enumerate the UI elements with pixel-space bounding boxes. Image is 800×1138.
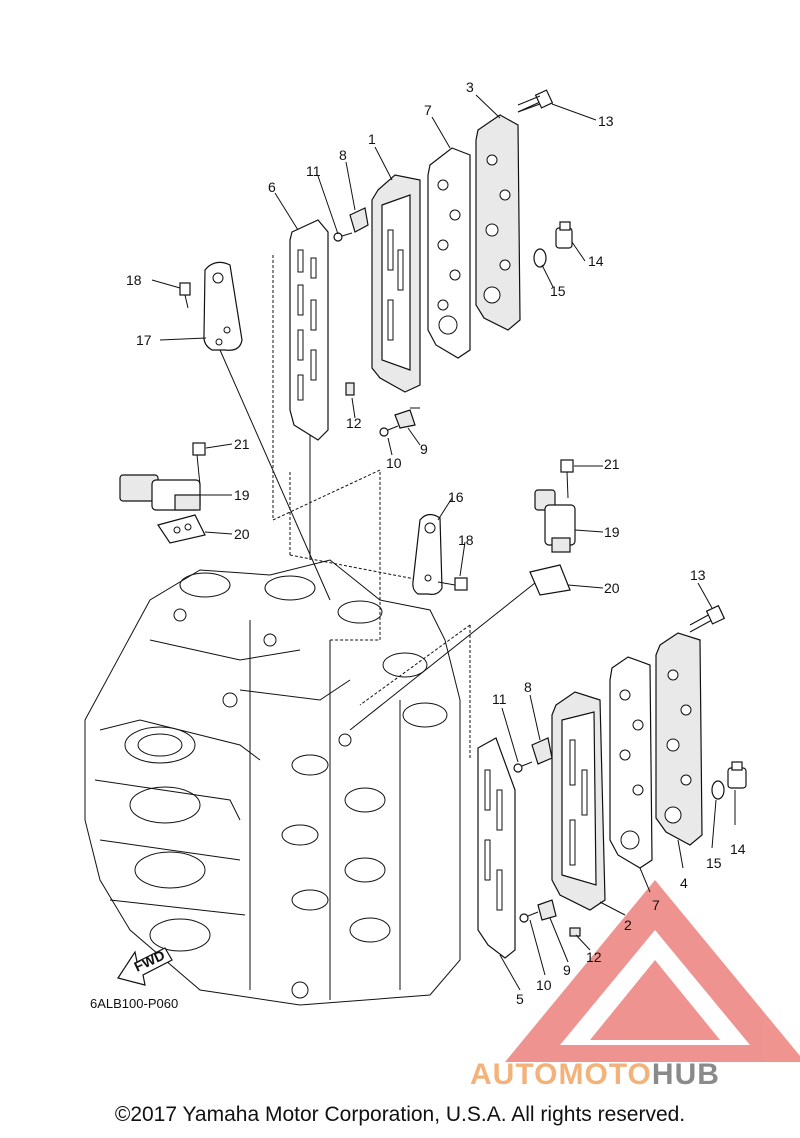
callout-19-left: 19 xyxy=(234,487,250,503)
callout-10-top: 10 xyxy=(386,455,402,471)
screw-10-top xyxy=(379,425,399,437)
callout-19-right: 19 xyxy=(604,524,620,540)
callout-18-mid: 18 xyxy=(458,532,474,548)
clip-8-bottom xyxy=(531,737,553,765)
bracket-16 xyxy=(412,513,443,595)
callout-5: 5 xyxy=(516,991,524,1007)
callout-12-bottom: 12 xyxy=(586,949,602,965)
plug-14-top xyxy=(555,221,573,249)
gasket-7-top xyxy=(427,147,471,359)
callout-1: 1 xyxy=(368,131,376,147)
callout-20-left: 20 xyxy=(234,526,250,542)
callout-8-top: 8 xyxy=(339,147,347,163)
callout-8-bottom: 8 xyxy=(524,679,532,695)
copyright-notice: ©2017 Yamaha Motor Corporation, U.S.A. A… xyxy=(114,1103,686,1126)
washer-15-bottom xyxy=(711,780,725,800)
gasket-20-right xyxy=(529,564,571,596)
callout-20-right: 20 xyxy=(604,580,620,596)
callouts: 3 13 7 1 8 11 6 14 15 18 17 12 10 9 21 1… xyxy=(126,79,746,1007)
plate-3-top xyxy=(475,114,521,331)
cover-1-top xyxy=(371,174,421,393)
bolt-18-top xyxy=(179,282,191,309)
callout-13-bottom: 13 xyxy=(690,567,706,583)
callout-10-bottom: 10 xyxy=(536,977,552,993)
callout-6: 6 xyxy=(268,179,276,195)
callout-21-right: 21 xyxy=(604,456,620,472)
plate-4-bottom xyxy=(655,632,703,846)
callout-17: 17 xyxy=(136,332,152,348)
gasket-7-bottom xyxy=(609,656,653,869)
callout-15-bottom: 15 xyxy=(706,855,722,871)
callout-4: 4 xyxy=(680,875,688,891)
watermark-brand: AUTOMOTOHUB xyxy=(470,1058,720,1092)
gasket-6-top xyxy=(289,219,329,441)
screw-10-bottom xyxy=(519,911,539,923)
cover-2-bottom xyxy=(551,691,606,911)
gasket-hole xyxy=(173,526,181,534)
callout-7-bottom: 7 xyxy=(652,897,660,913)
washer-15-top xyxy=(533,248,547,268)
clip-8-top xyxy=(349,207,369,233)
watermark-logo xyxy=(505,880,800,1062)
callout-leaders xyxy=(151,94,736,991)
watermark-brand-part-a: AUTOMOTO xyxy=(470,1058,652,1091)
callout-2: 2 xyxy=(624,917,632,933)
gasket-5-bottom xyxy=(477,737,516,959)
gasket-20-left xyxy=(157,514,206,544)
callout-9-top: 9 xyxy=(420,441,428,457)
callout-16: 16 xyxy=(448,489,464,505)
clip-9-top xyxy=(394,409,416,429)
watermark-brand-part-b: HUB xyxy=(651,1058,720,1091)
callout-9-bottom: 9 xyxy=(563,962,571,978)
callout-14-top: 14 xyxy=(588,253,604,269)
valve-19-right xyxy=(534,459,576,553)
callout-14-bottom: 14 xyxy=(730,841,746,857)
callout-18-top: 18 xyxy=(126,272,142,288)
callout-12-top: 12 xyxy=(346,415,362,431)
bolt-13-top xyxy=(517,89,554,113)
callout-13-top: 13 xyxy=(598,113,614,129)
callout-21-left: 21 xyxy=(234,436,250,452)
clip-9-bottom xyxy=(537,899,557,921)
bolt-13-bottom xyxy=(689,604,726,633)
screw-11-bottom xyxy=(513,761,533,773)
callout-11-bottom: 11 xyxy=(492,691,507,707)
fwd-arrow-icon: FWD xyxy=(117,947,173,986)
screw-11-top xyxy=(333,232,353,242)
plug-14-bottom xyxy=(727,761,747,789)
engine-block xyxy=(84,559,461,1006)
gasket-hole xyxy=(184,523,192,531)
callout-15-top: 15 xyxy=(550,283,566,299)
pin-12-top xyxy=(345,382,355,396)
bolt-18-mid xyxy=(437,577,468,591)
callout-3: 3 xyxy=(466,79,474,95)
pin-12-bottom xyxy=(569,927,581,937)
bracket-17 xyxy=(203,261,243,351)
callout-7-top: 7 xyxy=(424,102,432,118)
valve-19-left xyxy=(119,442,206,511)
diagram-code: 6ALB100-P060 xyxy=(90,996,179,1011)
callout-11-top: 11 xyxy=(306,163,321,179)
